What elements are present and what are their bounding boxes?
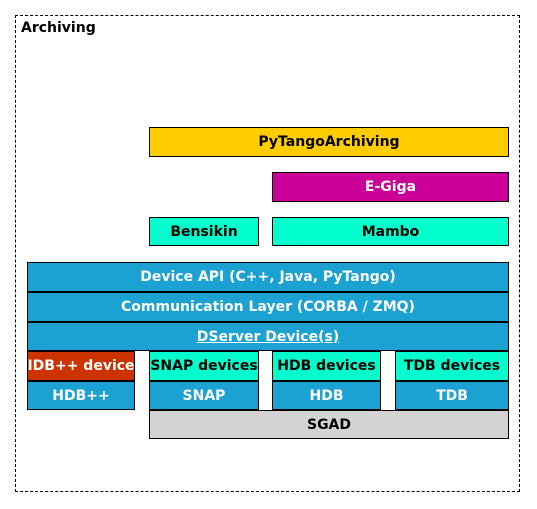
sgad-box: SGAD: [149, 410, 509, 439]
tdb-devices-box: TDB devices: [395, 351, 509, 381]
snap-devices-box: SNAP devices: [149, 351, 259, 381]
communication-layer-box: Communication Layer (CORBA / ZMQ): [27, 292, 509, 322]
hdbpp-box: HDB++: [27, 381, 135, 410]
egiga-box: E-Giga: [272, 172, 509, 202]
device-api-box: Device API (C++, Java, PyTango): [27, 262, 509, 292]
frame-title: Archiving: [21, 20, 96, 36]
tdb-box: TDB: [395, 381, 509, 410]
dserver-devices-box: DServer Device(s): [27, 322, 509, 351]
bensikin-box: Bensikin: [149, 217, 259, 246]
snap-box: SNAP: [149, 381, 259, 410]
pytangoarchiving-box: PyTangoArchiving: [149, 127, 509, 157]
idbpp-device-box: IDB++ device: [27, 351, 135, 381]
mambo-box: Mambo: [272, 217, 509, 246]
archiving-frame: [15, 15, 520, 492]
hdb-box: HDB: [272, 381, 381, 410]
hdb-devices-box: HDB devices: [272, 351, 381, 381]
